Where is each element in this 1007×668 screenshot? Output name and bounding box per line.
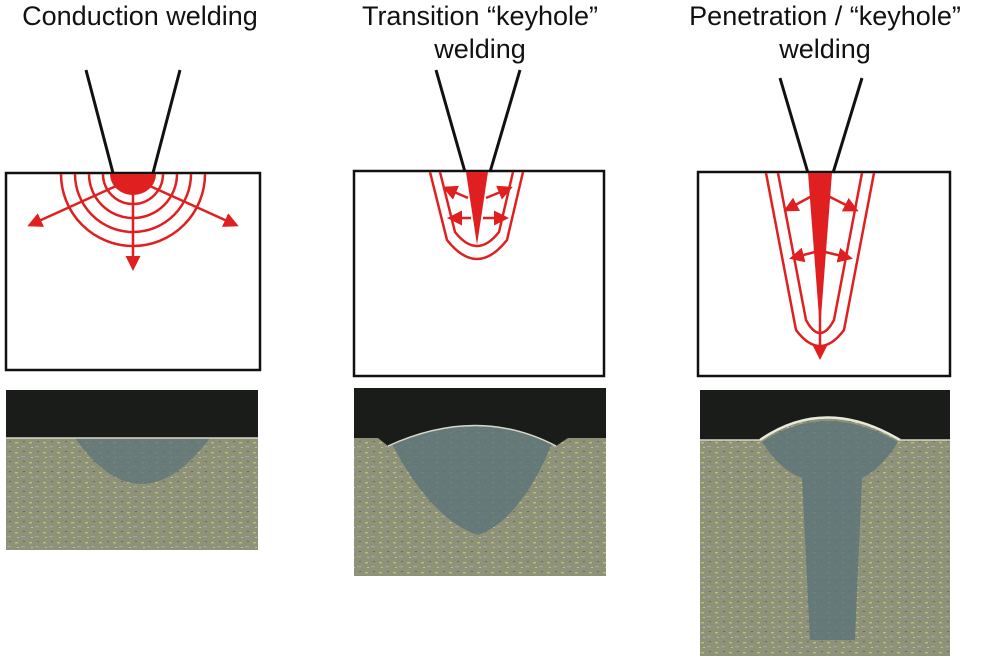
micrograph-conduction [6, 390, 258, 550]
beam-line-right [488, 69, 522, 173]
heat-flow-arrows [783, 194, 859, 360]
workpiece-outline [4, 171, 262, 372]
panel-conduction [4, 69, 262, 550]
micrograph-penetration [700, 390, 950, 656]
micrograph-transition [354, 388, 606, 576]
heat-flow-arrows [442, 185, 513, 226]
panel-penetration [696, 77, 952, 656]
keyhole [808, 173, 832, 330]
beam-line-left [84, 69, 115, 174]
beam-line-right [151, 69, 182, 174]
workpiece-outline [352, 169, 606, 378]
panel-transition [352, 69, 606, 576]
workpiece-outline [696, 170, 952, 378]
heat-flow-arrows [27, 180, 239, 271]
beam-line-right [831, 77, 864, 174]
heat-contours [428, 171, 525, 261]
title-conduction: Conduction welding [22, 1, 258, 31]
title-transition-keyhole: Transition “keyhole” welding [361, 1, 599, 64]
title-penetration-keyhole: Penetration / “keyhole” welding [689, 1, 961, 64]
keyhole [466, 172, 488, 245]
beam-line-left [778, 77, 810, 174]
beam-line-left [434, 69, 467, 173]
